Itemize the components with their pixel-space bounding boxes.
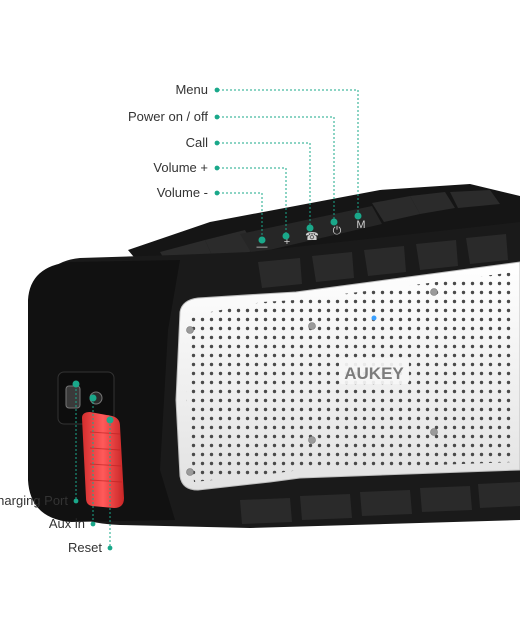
callout-charging-port: Charging Port xyxy=(0,493,68,508)
callout-aux-in: Aux in xyxy=(48,516,85,531)
front-top-ridges xyxy=(258,234,508,288)
grille-screws xyxy=(186,288,438,476)
volume-up-button[interactable]: + xyxy=(284,236,290,248)
top-buttons[interactable]: — + ☎ ⏻ M xyxy=(257,219,366,253)
volume-down-button[interactable]: — xyxy=(257,241,268,253)
callout-reset: Reset xyxy=(68,540,102,555)
status-led xyxy=(371,315,377,321)
callout-volume-down: Volume - xyxy=(156,185,208,200)
callout-menu: Menu xyxy=(175,82,208,97)
bottom-ridges xyxy=(240,482,520,524)
power-button[interactable]: ⏻ xyxy=(333,225,342,237)
call-button[interactable]: ☎ xyxy=(305,231,319,243)
callout-call: Call xyxy=(185,135,208,150)
charging-port[interactable] xyxy=(65,385,81,409)
logo-badge xyxy=(339,358,409,384)
port-cover-ridges xyxy=(89,431,123,483)
callout-lines xyxy=(75,89,359,548)
callout-volume-up: Volume + xyxy=(153,160,208,175)
menu-button[interactable]: M xyxy=(356,219,365,231)
callout-power: Power on / off xyxy=(128,109,208,124)
brand-logo: AUKEY xyxy=(344,364,404,383)
callout-dots xyxy=(72,87,362,551)
port-cover[interactable] xyxy=(82,412,124,508)
